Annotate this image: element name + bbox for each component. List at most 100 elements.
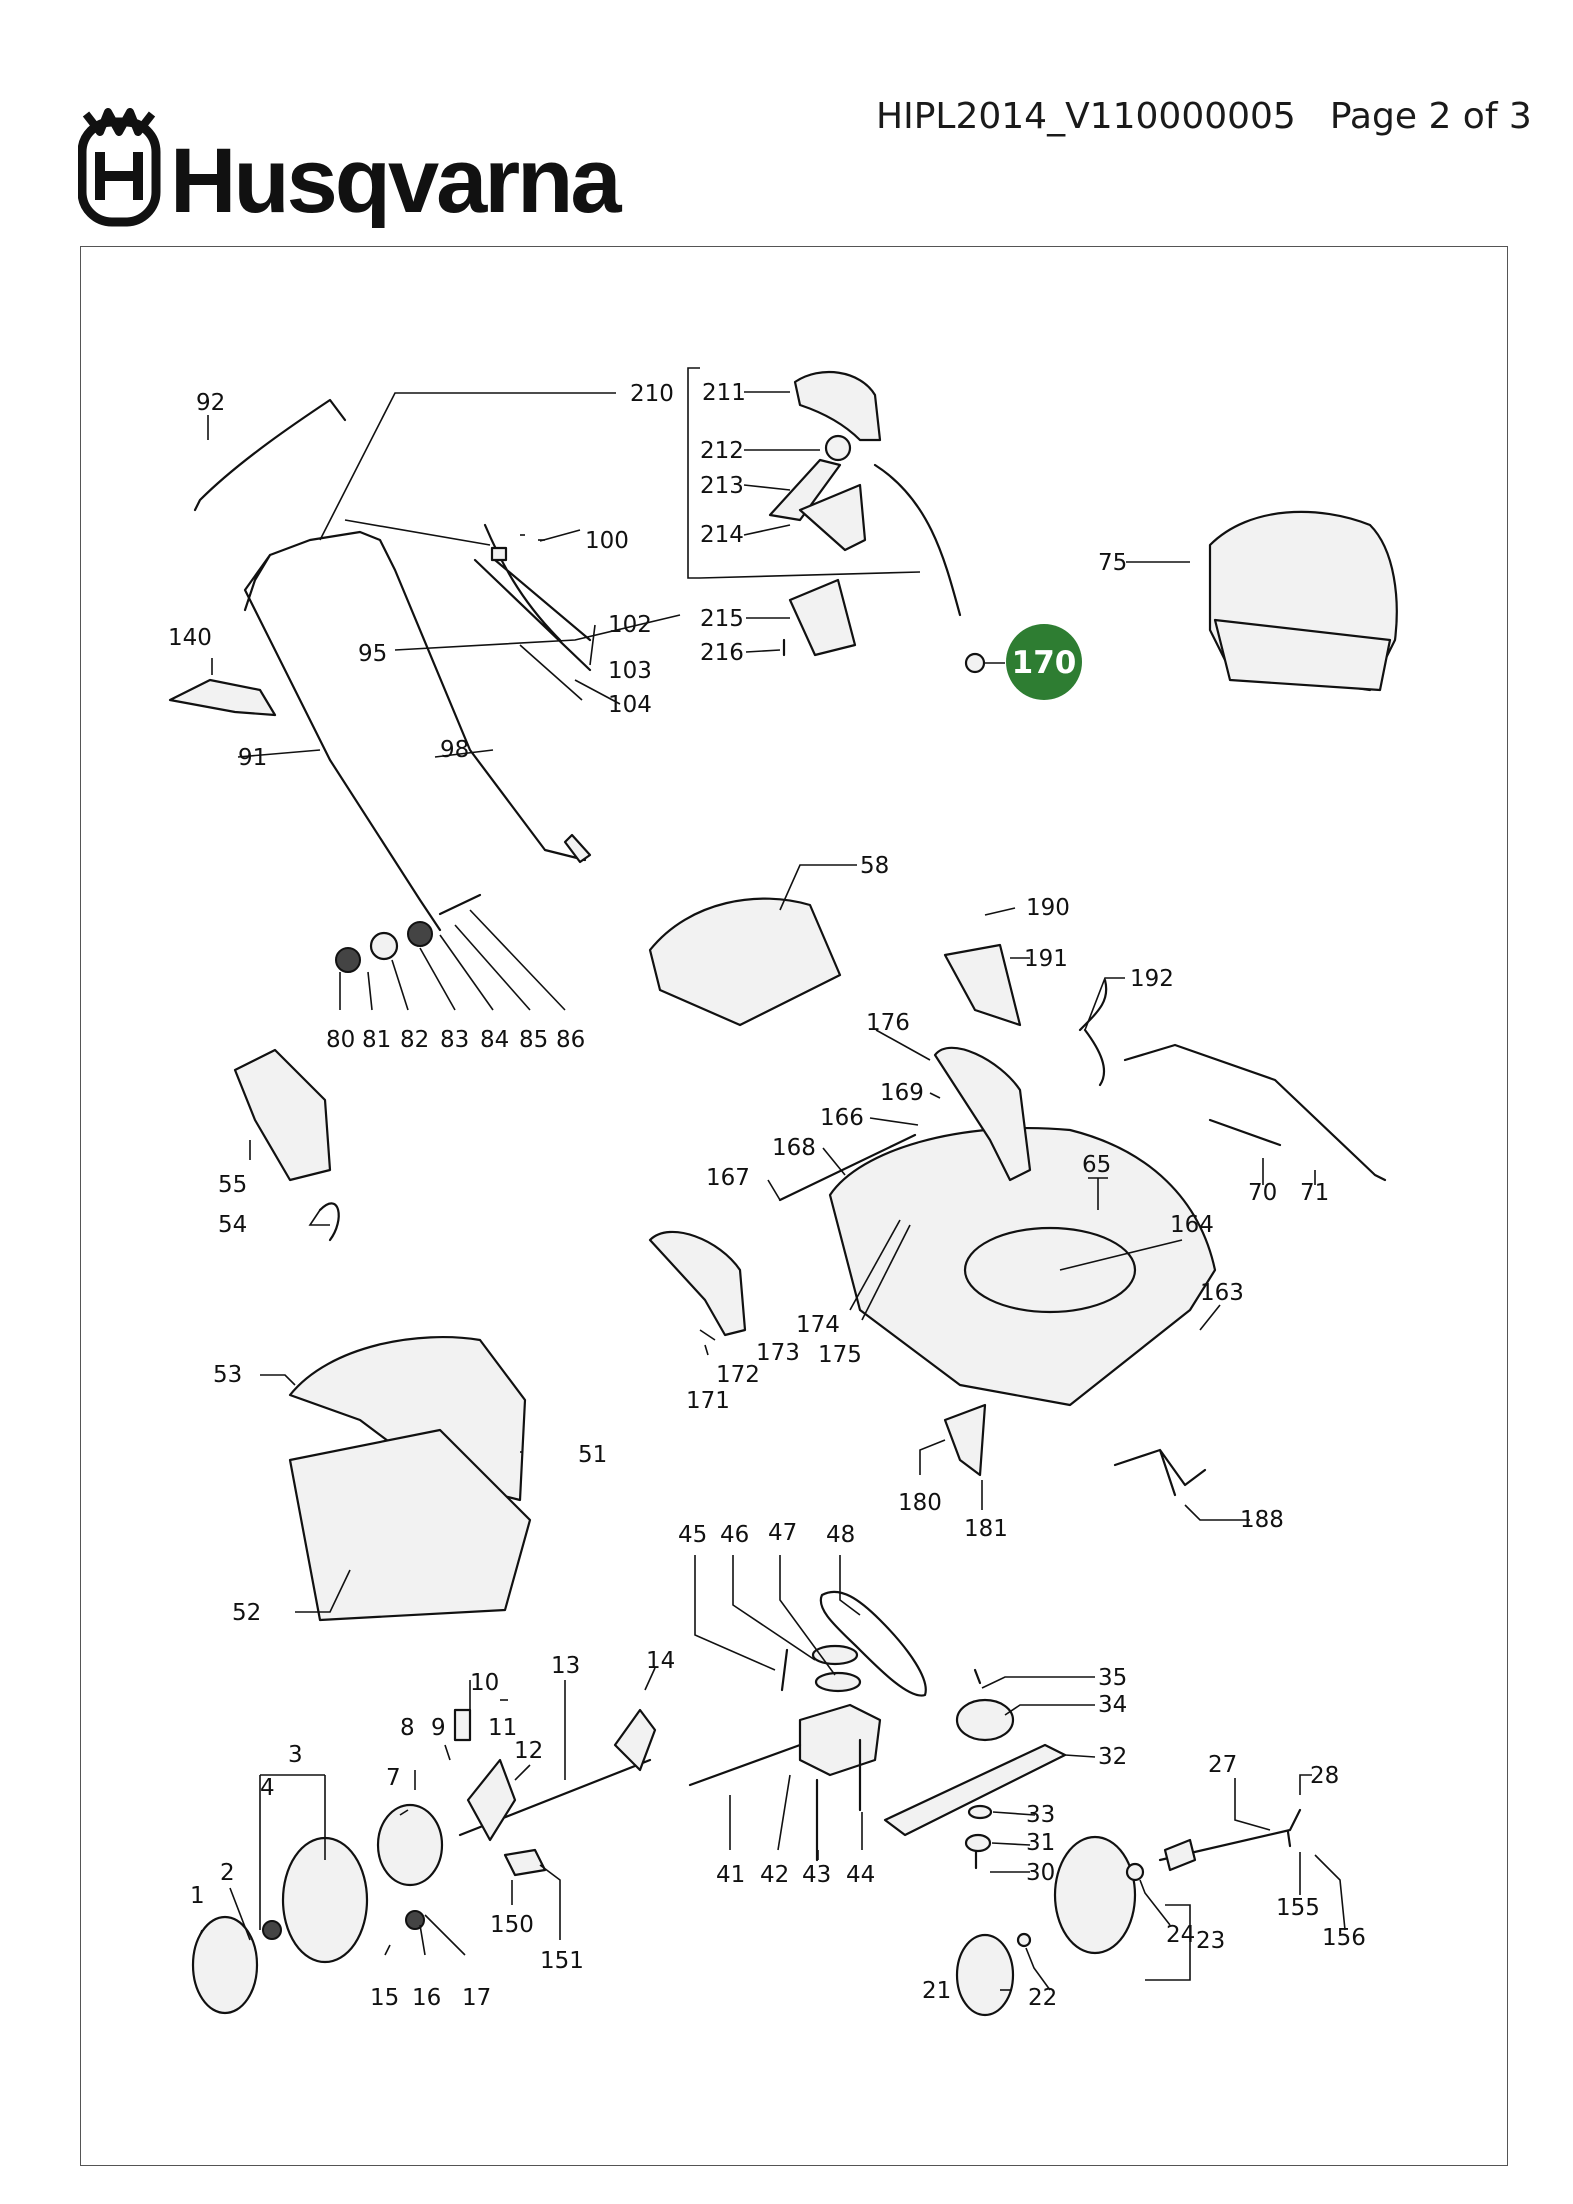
callout-166[interactable]: 166 bbox=[820, 1105, 864, 1131]
callout-55[interactable]: 55 bbox=[218, 1172, 247, 1198]
callout-103[interactable]: 103 bbox=[608, 658, 652, 684]
callout-212[interactable]: 212 bbox=[700, 438, 744, 464]
callout-83[interactable]: 83 bbox=[440, 1027, 469, 1053]
callout-102[interactable]: 102 bbox=[608, 612, 652, 638]
callout-82[interactable]: 82 bbox=[400, 1027, 429, 1053]
callout-9[interactable]: 9 bbox=[431, 1715, 446, 1741]
callout-24[interactable]: 24 bbox=[1166, 1922, 1195, 1948]
callout-47[interactable]: 47 bbox=[768, 1520, 797, 1546]
callout-216[interactable]: 216 bbox=[700, 640, 744, 666]
callout-85[interactable]: 85 bbox=[519, 1027, 548, 1053]
callout-95[interactable]: 95 bbox=[358, 641, 387, 667]
callout-98[interactable]: 98 bbox=[440, 737, 469, 763]
callout-164[interactable]: 164 bbox=[1170, 1212, 1214, 1238]
part-52-bag-shape bbox=[288, 1428, 532, 1622]
part-34-adapter-shape bbox=[955, 1698, 1015, 1742]
callout-91[interactable]: 91 bbox=[238, 745, 267, 771]
callout-42[interactable]: 42 bbox=[760, 1862, 789, 1888]
callout-52[interactable]: 52 bbox=[232, 1600, 261, 1626]
callout-2[interactable]: 2 bbox=[220, 1860, 235, 1886]
part-71-rod-shape bbox=[1123, 1043, 1387, 1182]
callout-13[interactable]: 13 bbox=[551, 1653, 580, 1679]
callout-92[interactable]: 92 bbox=[196, 390, 225, 416]
callout-210[interactable]: 210 bbox=[630, 381, 674, 407]
callout-41[interactable]: 41 bbox=[716, 1862, 745, 1888]
callout-33[interactable]: 33 bbox=[1026, 1802, 1055, 1828]
callout-48[interactable]: 48 bbox=[826, 1522, 855, 1548]
callout-7[interactable]: 7 bbox=[386, 1765, 401, 1791]
callout-156[interactable]: 156 bbox=[1322, 1925, 1366, 1951]
part-16-gear-shape bbox=[405, 1910, 425, 1930]
callout-4[interactable]: 4 bbox=[260, 1775, 275, 1801]
callout-51[interactable]: 51 bbox=[578, 1442, 607, 1468]
callout-181[interactable]: 181 bbox=[964, 1516, 1008, 1542]
callout-140[interactable]: 140 bbox=[168, 625, 212, 651]
callout-180[interactable]: 180 bbox=[898, 1490, 942, 1516]
callout-15[interactable]: 15 bbox=[370, 1985, 399, 2011]
callout-104[interactable]: 104 bbox=[608, 692, 652, 718]
callout-43[interactable]: 43 bbox=[802, 1862, 831, 1888]
callout-27[interactable]: 27 bbox=[1208, 1752, 1237, 1778]
callout-172[interactable]: 172 bbox=[716, 1362, 760, 1388]
callout-34[interactable]: 34 bbox=[1098, 1692, 1127, 1718]
callout-17[interactable]: 17 bbox=[462, 1985, 491, 2011]
callout-23[interactable]: 23 bbox=[1196, 1928, 1225, 1954]
callout-167[interactable]: 167 bbox=[706, 1165, 750, 1191]
callout-75[interactable]: 75 bbox=[1098, 550, 1127, 576]
callout-45[interactable]: 45 bbox=[678, 1522, 707, 1548]
callout-81[interactable]: 81 bbox=[362, 1027, 391, 1053]
highlighted-part-170[interactable]: 170 bbox=[985, 624, 1082, 700]
callout-65[interactable]: 65 bbox=[1082, 1152, 1111, 1178]
callout-16[interactable]: 16 bbox=[412, 1985, 441, 2011]
callout-155[interactable]: 155 bbox=[1276, 1895, 1320, 1921]
callout-71[interactable]: 71 bbox=[1300, 1180, 1329, 1206]
callout-214[interactable]: 214 bbox=[700, 522, 744, 548]
callout-171[interactable]: 171 bbox=[686, 1388, 730, 1414]
callout-84[interactable]: 84 bbox=[480, 1027, 509, 1053]
callout-151[interactable]: 151 bbox=[540, 1948, 584, 1974]
callout-190[interactable]: 190 bbox=[1026, 895, 1070, 921]
callout-175[interactable]: 175 bbox=[818, 1342, 862, 1368]
callout-191[interactable]: 191 bbox=[1024, 946, 1068, 972]
callout-31[interactable]: 31 bbox=[1026, 1830, 1055, 1856]
callout-70[interactable]: 70 bbox=[1248, 1180, 1277, 1206]
callout-169[interactable]: 169 bbox=[880, 1080, 924, 1106]
callout-14[interactable]: 14 bbox=[646, 1648, 675, 1674]
callout-86[interactable]: 86 bbox=[556, 1027, 585, 1053]
callout-10[interactable]: 10 bbox=[470, 1670, 499, 1696]
callout-80[interactable]: 80 bbox=[326, 1027, 355, 1053]
callout-35[interactable]: 35 bbox=[1098, 1665, 1127, 1691]
callout-11[interactable]: 11 bbox=[488, 1715, 517, 1741]
callout-163[interactable]: 163 bbox=[1200, 1280, 1244, 1306]
callout-192[interactable]: 192 bbox=[1130, 966, 1174, 992]
part-14-bracket-shape bbox=[613, 1708, 657, 1772]
callout-54[interactable]: 54 bbox=[218, 1212, 247, 1238]
callout-21[interactable]: 21 bbox=[922, 1978, 951, 2004]
callout-58[interactable]: 58 bbox=[860, 853, 889, 879]
callout-168[interactable]: 168 bbox=[772, 1135, 816, 1161]
callout-100[interactable]: 100 bbox=[585, 528, 629, 554]
callout-8[interactable]: 8 bbox=[400, 1715, 415, 1741]
part-45-spring-shape bbox=[780, 1648, 789, 1692]
callout-213[interactable]: 213 bbox=[700, 473, 744, 499]
callout-12[interactable]: 12 bbox=[514, 1738, 543, 1764]
callout-188[interactable]: 188 bbox=[1240, 1507, 1284, 1533]
callout-173[interactable]: 173 bbox=[756, 1340, 800, 1366]
callout-174[interactable]: 174 bbox=[796, 1312, 840, 1338]
callout-150[interactable]: 150 bbox=[490, 1912, 534, 1938]
callout-30[interactable]: 30 bbox=[1026, 1860, 1055, 1886]
callout-53[interactable]: 53 bbox=[213, 1362, 242, 1388]
part-163-deck-shape bbox=[828, 1126, 1217, 1407]
callout-28[interactable]: 28 bbox=[1310, 1763, 1339, 1789]
callout-32[interactable]: 32 bbox=[1098, 1744, 1127, 1770]
callout-3[interactable]: 3 bbox=[288, 1742, 303, 1768]
callout-176[interactable]: 176 bbox=[866, 1010, 910, 1036]
callout-215[interactable]: 215 bbox=[700, 606, 744, 632]
part-1-hubcap-shape bbox=[191, 1915, 259, 2015]
callout-46[interactable]: 46 bbox=[720, 1522, 749, 1548]
callout-44[interactable]: 44 bbox=[846, 1862, 875, 1888]
callout-211[interactable]: 211 bbox=[702, 380, 746, 406]
callout-1[interactable]: 1 bbox=[190, 1883, 205, 1909]
callout-22[interactable]: 22 bbox=[1028, 1985, 1057, 2011]
